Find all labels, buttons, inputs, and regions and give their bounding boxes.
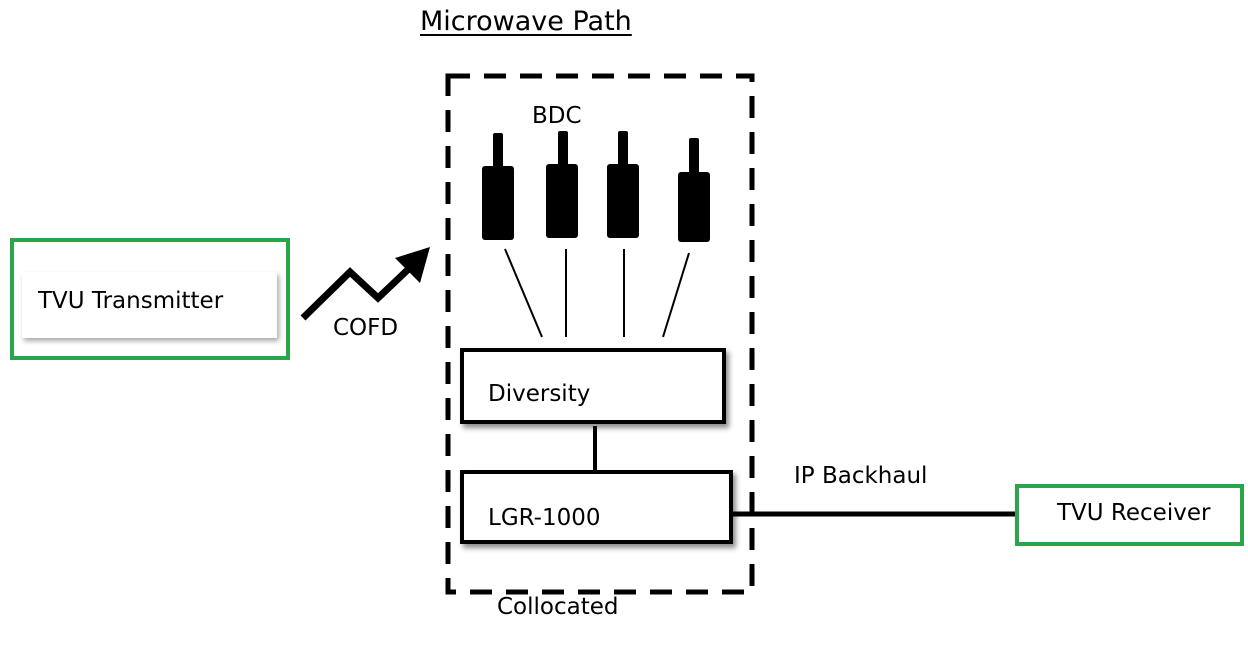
diagram-title: Microwave Path xyxy=(420,6,632,37)
transmitter-outer-box xyxy=(10,238,290,360)
receiver-label: TVU Receiver xyxy=(1057,500,1211,526)
lgr-label: LGR-1000 xyxy=(488,505,601,531)
ip-backhaul-label: IP Backhaul xyxy=(794,463,928,489)
receiver-box xyxy=(1015,484,1244,546)
diversity-box xyxy=(460,348,726,424)
antenna-feed-lines xyxy=(504,248,690,338)
bdc-label: BDC xyxy=(532,103,582,129)
diversity-label: Diversity xyxy=(488,381,591,407)
transmitter-label: TVU Transmitter xyxy=(38,288,224,314)
antenna-icon xyxy=(482,133,514,240)
cofd-label: COFD xyxy=(333,315,399,341)
collocated-group-boundary xyxy=(445,73,755,595)
lgr-box xyxy=(460,470,733,544)
transmitter-box xyxy=(22,272,277,338)
collocated-label: Collocated xyxy=(497,594,619,620)
antenna-icon xyxy=(607,131,639,238)
cofd-link-arrow-icon xyxy=(300,247,430,321)
antenna-icon xyxy=(546,131,578,238)
antenna-icon xyxy=(678,138,710,242)
